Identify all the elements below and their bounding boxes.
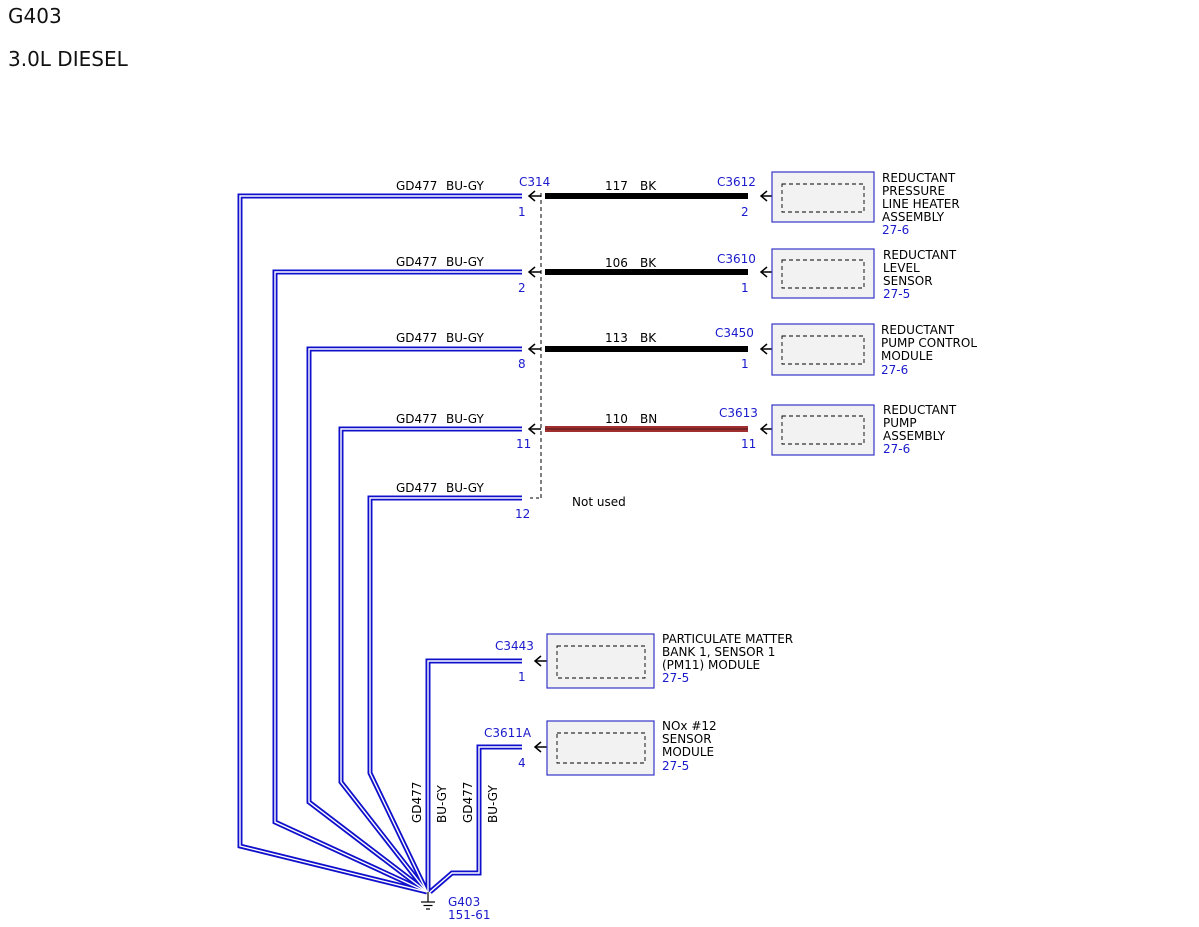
row3-component-arrow-icon [759, 343, 772, 355]
row4-component-arrow-icon [759, 423, 772, 435]
c3443-arrow-icon [533, 655, 547, 667]
vertical-label-color-1: BU-GY [435, 785, 449, 823]
ground-wire-c314-pin2[interactable] [272, 269, 522, 895]
row1-ground-color-label: BU-GY [446, 179, 484, 193]
c3443-component-ref[interactable]: 27-5 [662, 671, 689, 685]
c314-label: C314 [519, 175, 550, 189]
ground-wire-c314-pin11-core [340, 428, 522, 893]
row5-ground-wire-label: GD477 [396, 481, 437, 495]
row4-wire-number: 110 [605, 412, 628, 426]
row3-component-box[interactable] [771, 323, 875, 376]
row2-c314-pin: 2 [518, 281, 526, 295]
c3611a-component-ref[interactable]: 27-5 [662, 759, 689, 773]
row1-component-arrow-icon [759, 190, 772, 202]
row2-ground-color-label: BU-GY [446, 255, 484, 269]
circuit-row-3: GD477 BU-GY 8 113 BK C3450 1 REDUCTANT P… [396, 323, 981, 377]
row4-component-name: REDUCTANT PUMP ASSEMBLY [883, 403, 960, 443]
ground-wire-c314-pin12-core [369, 497, 522, 893]
row1-wire-color: BK [640, 179, 657, 193]
c3443-component-name: PARTICULATE MATTER BANK 1, SENSOR 1 (PM1… [662, 632, 797, 672]
ground-wire-c314-pin12[interactable] [367, 495, 522, 894]
ground-wire-c3443[interactable] [425, 658, 522, 892]
row3-c314-arrow-icon [527, 343, 541, 355]
ground-wire-c3611a-core [429, 746, 522, 893]
row3-component-name: REDUCTANT PUMP CONTROL MODULE [881, 323, 981, 363]
row3-connector-pin: 1 [741, 357, 749, 371]
row4-wire-color: BN [640, 412, 657, 426]
row3-ground-color-label: BU-GY [446, 331, 484, 345]
c3611a-arrow-icon [533, 741, 547, 753]
row4-c314-arrow-icon [527, 423, 541, 435]
row4-ground-wire-label: GD477 [396, 412, 437, 426]
vertical-label-wire-2: GD477 [461, 782, 475, 823]
c3611a-pin: 4 [518, 756, 526, 770]
row2-connector-pin: 1 [741, 281, 749, 295]
row4-component-inner [781, 415, 865, 445]
row2-wire-number: 106 [605, 256, 628, 270]
row3-wire-number: 113 [605, 331, 628, 345]
c3443-pin: 1 [518, 670, 526, 684]
row4-connector-pin: 11 [741, 437, 756, 451]
circuit-row-5: GD477 BU-GY 12 Not used [396, 481, 626, 521]
c3611a-component-inner [556, 732, 646, 764]
row4-component-box[interactable] [771, 404, 875, 456]
row2-wire-color: BK [640, 256, 657, 270]
circuit-row-2: GD477 BU-GY 2 106 BK C3610 1 REDUCTANT L… [396, 248, 960, 301]
row5-ground-color-label: BU-GY [446, 481, 484, 495]
row1-component-inner [781, 183, 865, 213]
row4-connector: C3613 [719, 406, 758, 420]
row2-component-box[interactable] [771, 248, 875, 299]
ground-wire-c3443-core [427, 660, 522, 892]
ground-symbol-icon [421, 892, 435, 910]
row3-wire-color: BK [640, 331, 657, 345]
row1-component-name: REDUCTANT PRESSURE LINE HEATER ASSEMBLY [882, 171, 964, 224]
row4-c314-pin: 11 [516, 437, 531, 451]
c3611a-component-box[interactable] [546, 720, 655, 776]
page-subtitle: 3.0L DIESEL [8, 47, 128, 71]
row1-wire-number: 117 [605, 179, 628, 193]
ground-wire-c314-pin8-core [308, 348, 522, 893]
row3-component-inner [781, 335, 865, 365]
direct-component-c3443: C3443 1 PARTICULATE MATTER BANK 1, SENSO… [495, 632, 797, 689]
row1-connector: C3612 [717, 175, 756, 189]
row2-component-ref[interactable]: 27-5 [883, 287, 910, 301]
row3-connector: C3450 [715, 326, 754, 340]
row5-c314-pin: 12 [515, 507, 530, 521]
row1-component-box[interactable] [771, 171, 875, 223]
ground-name: G403 [448, 895, 480, 909]
row2-connector: C3610 [717, 252, 756, 266]
c3443-component-box[interactable] [546, 633, 655, 689]
row1-ground-wire-label: GD477 [396, 179, 437, 193]
circuit-row-1: GD477 BU-GY 1 117 BK C3612 2 REDUCTANT P… [396, 171, 964, 237]
row2-component-arrow-icon [759, 266, 772, 278]
row1-connector-pin: 2 [741, 205, 749, 219]
ground-wire-c314-pin1-core [239, 195, 522, 893]
c3443-component-inner [556, 645, 646, 679]
direct-component-c3611a: C3611A 4 NOx #12 SENSOR MODULE 27-5 [484, 719, 721, 776]
row1-component-ref[interactable]: 27-6 [882, 223, 909, 237]
vertical-label-wire-1: GD477 [410, 782, 424, 823]
circuit-row-4: GD477 BU-GY 11 110 BN C3613 11 REDUCTANT… [396, 403, 960, 456]
row2-c314-arrow-icon [527, 266, 541, 278]
c3611a-component-name: NOx #12 SENSOR MODULE [662, 719, 721, 759]
row2-component-name: REDUCTANT LEVEL SENSOR [883, 248, 960, 288]
row5-not-used-label: Not used [572, 495, 626, 509]
c3443-connector: C3443 [495, 639, 534, 653]
row3-ground-wire-label: GD477 [396, 331, 437, 345]
row4-ground-color-label: BU-GY [446, 412, 484, 426]
ground-ref[interactable]: 151-61 [448, 908, 491, 922]
row3-c314-pin: 8 [518, 357, 526, 371]
vertical-label-color-2: BU-GY [486, 785, 500, 823]
row2-ground-wire-label: GD477 [396, 255, 437, 269]
row4-component-ref[interactable]: 27-6 [883, 442, 910, 456]
ground-wire-harness [237, 193, 522, 895]
row1-c314-arrow-icon [527, 190, 541, 202]
ground-wire-c314-pin2-core [274, 271, 522, 893]
c3611a-connector: C3611A [484, 726, 532, 740]
row1-c314-pin: 1 [518, 205, 526, 219]
row3-component-ref[interactable]: 27-6 [881, 363, 908, 377]
page-title: G403 [8, 4, 62, 28]
row2-component-inner [781, 259, 865, 289]
